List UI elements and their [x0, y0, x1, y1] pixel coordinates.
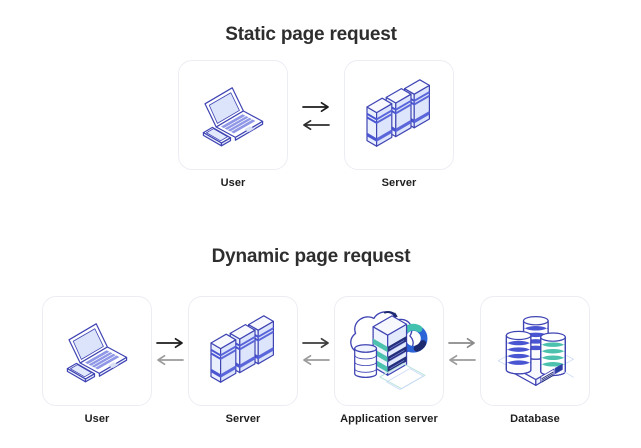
laptop-phone-icon [189, 71, 277, 159]
arrow-left-icon [155, 354, 185, 366]
server-stack-icon [355, 71, 443, 159]
node-label-application-server: Application server [340, 413, 438, 425]
node-label-user: User [84, 413, 110, 425]
diagram-title: Static page request [225, 24, 397, 45]
node-card-application-server [334, 296, 444, 406]
cloud-application-server-icon [343, 305, 435, 397]
database-cylinders-icon [490, 306, 580, 396]
laptop-phone-icon [53, 307, 141, 395]
node-label-database: Database [510, 413, 560, 425]
server-stack-icon [199, 307, 287, 395]
arrow-right-icon [447, 337, 477, 349]
node-card-user [178, 60, 288, 170]
node-card-user [42, 296, 152, 406]
node-label-server: Server [225, 413, 261, 425]
arrow-right-icon [155, 337, 185, 349]
arrow-right-icon [301, 337, 331, 349]
node-label-server: Server [381, 177, 417, 189]
node-card-server [344, 60, 454, 170]
node-label-user: User [220, 177, 246, 189]
arrow-right-icon [301, 101, 331, 113]
node-card-server [188, 296, 298, 406]
arrow-left-icon [301, 354, 331, 366]
arrow-left-icon [447, 354, 477, 366]
diagram-title: Dynamic page request [211, 246, 411, 267]
node-card-database [480, 296, 590, 406]
arrow-left-icon [301, 119, 331, 131]
